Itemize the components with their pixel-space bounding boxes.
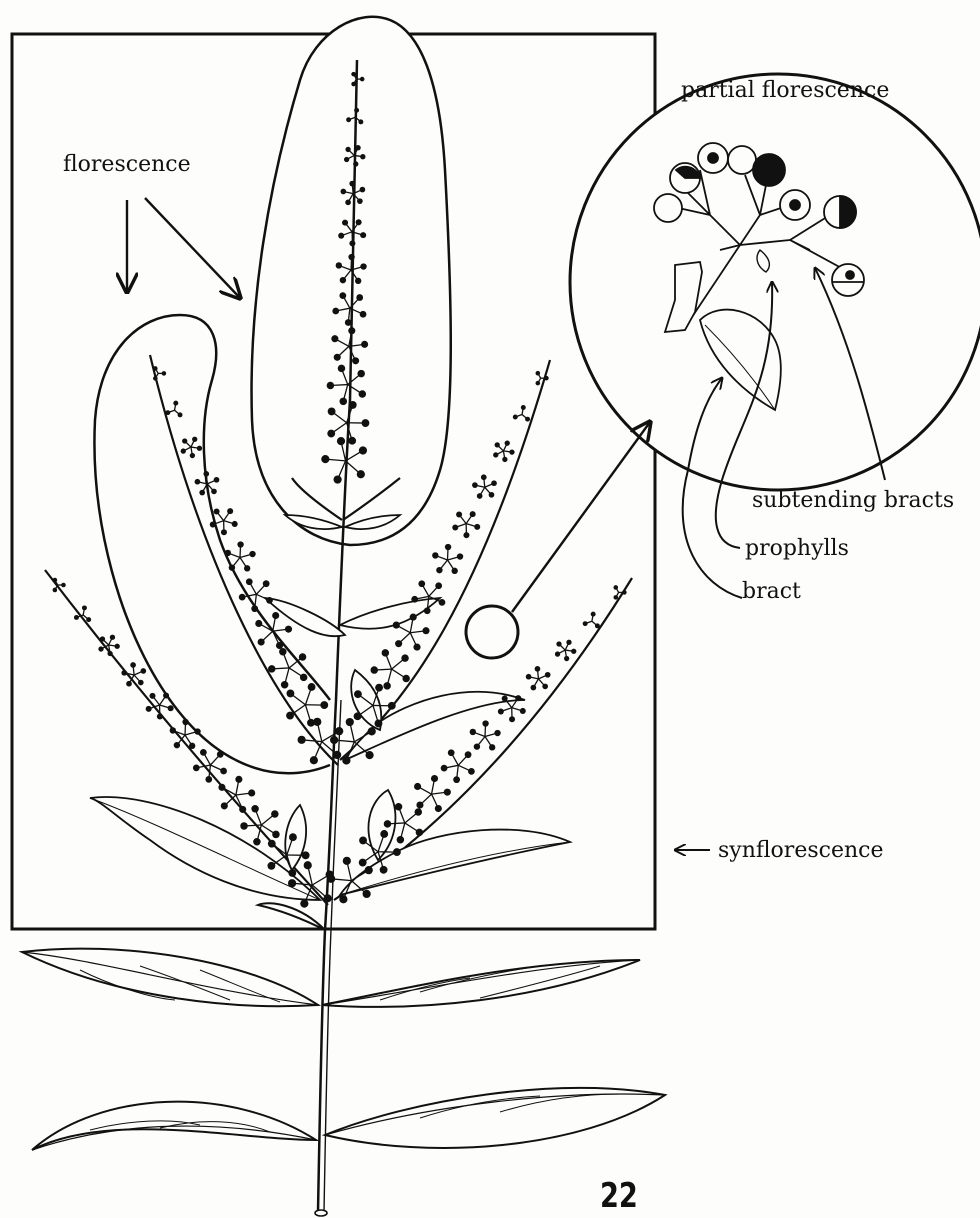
stem-cut	[315, 1210, 327, 1216]
page-number: 22	[600, 1176, 638, 1216]
florescence-label: florescence	[63, 152, 191, 177]
bract-label: bract	[742, 579, 801, 604]
upper-leaves	[22, 903, 665, 1150]
partial-florescence-detail	[466, 74, 980, 658]
prophylls-label: prophylls	[745, 536, 849, 561]
partial-florescence-label: partial florescence	[681, 78, 889, 103]
synflorescence-label: synflorescence	[718, 838, 883, 863]
florescence-arrow-diagonal	[145, 198, 240, 298]
partial-florescence-circle	[570, 74, 980, 490]
subtending-bracts-label: subtending bracts	[752, 488, 954, 513]
partial-florescence-source-circle	[466, 606, 518, 658]
